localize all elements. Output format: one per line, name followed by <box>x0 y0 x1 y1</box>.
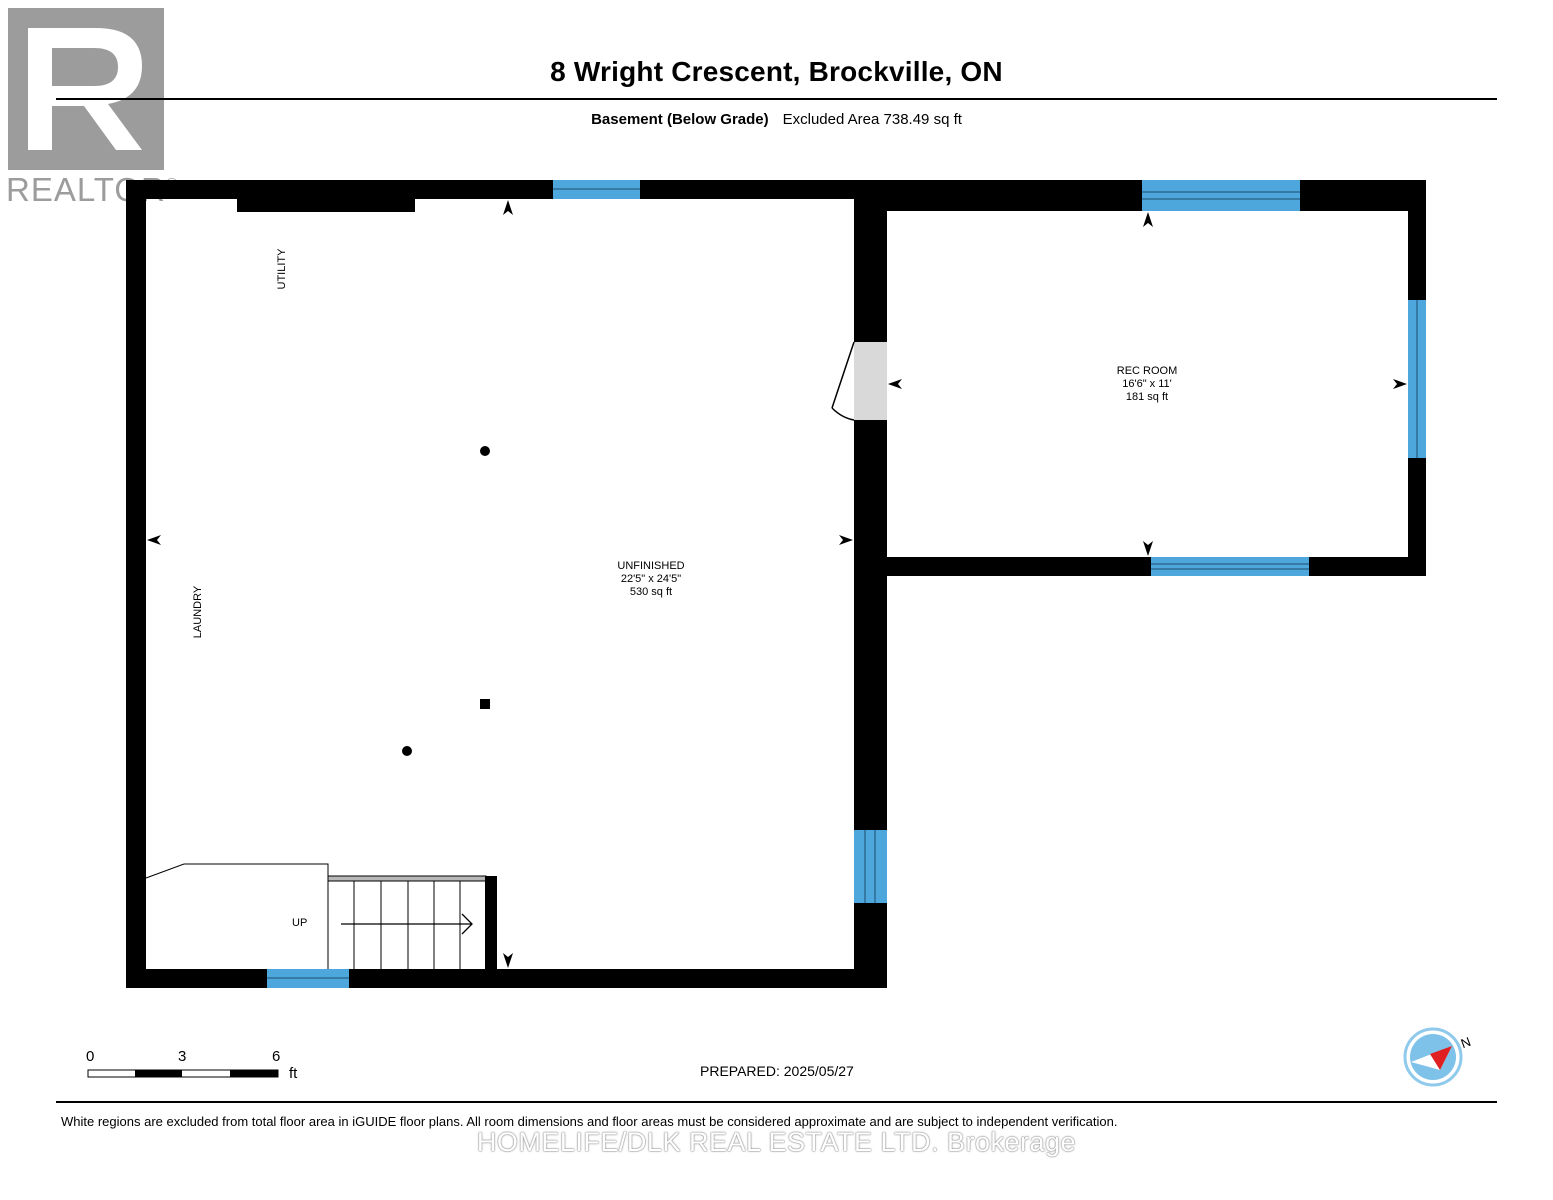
room-name: UNFINISHED <box>617 560 685 572</box>
room-rec-room: REC ROOM 16'6" x 11' 181 sq ft <box>1087 365 1207 404</box>
window-rec-bottom <box>1151 557 1309 576</box>
window-bottom <box>267 969 349 988</box>
compass-icon <box>1403 1027 1463 1087</box>
floor-subtitle: Basement (Below Grade) Excluded Area 738.… <box>0 111 1553 128</box>
floor-level: Basement (Below Grade) <box>591 111 769 128</box>
windows <box>267 180 1426 988</box>
disclaimer: White regions are excluded from total fl… <box>61 1114 1118 1129</box>
dimension-arrows <box>147 200 1407 968</box>
door <box>831 341 887 421</box>
prepared-date: PREPARED: 2025/05/27 <box>700 1063 854 1079</box>
scale-bar <box>87 1069 279 1078</box>
excluded-area: Excluded Area 738.49 sq ft <box>782 111 962 128</box>
window-right-wall <box>854 830 887 903</box>
room-dimensions: 16'6" x 11' <box>1122 378 1172 390</box>
label-utility: UTILITY <box>276 248 288 290</box>
header-rule <box>56 98 1497 100</box>
stairs-label: UP <box>292 917 308 929</box>
scale-tick-3: 3 <box>178 1048 187 1065</box>
scale-tick-0: 0 <box>86 1048 95 1065</box>
scale-unit: ft <box>289 1065 298 1082</box>
posts <box>402 446 490 756</box>
property-address: 8 Wright Crescent, Brockville, ON <box>550 56 1003 87</box>
label-laundry: LAUNDRY <box>192 585 204 639</box>
stairs <box>145 863 497 969</box>
window-rec-right <box>1408 300 1426 458</box>
footer-rule <box>56 1101 1497 1103</box>
room-unfinished: UNFINISHED 22'5" x 24'5" 530 sq ft <box>591 560 711 599</box>
room-dimensions: 22'5" x 24'5" <box>620 573 682 585</box>
room-name: REC ROOM <box>1116 365 1178 377</box>
brokerage-watermark: HOMELIFE/DLK REAL ESTATE LTD. Brokerage <box>476 1127 1077 1157</box>
scale-tick-6: 6 <box>272 1048 281 1065</box>
room-area: 181 sq ft <box>1125 391 1169 403</box>
window-top-left <box>553 180 640 199</box>
window-rec-top <box>1142 180 1300 211</box>
realtor-logo <box>8 8 164 170</box>
walls <box>126 180 1426 988</box>
room-area: 530 sq ft <box>629 586 673 598</box>
